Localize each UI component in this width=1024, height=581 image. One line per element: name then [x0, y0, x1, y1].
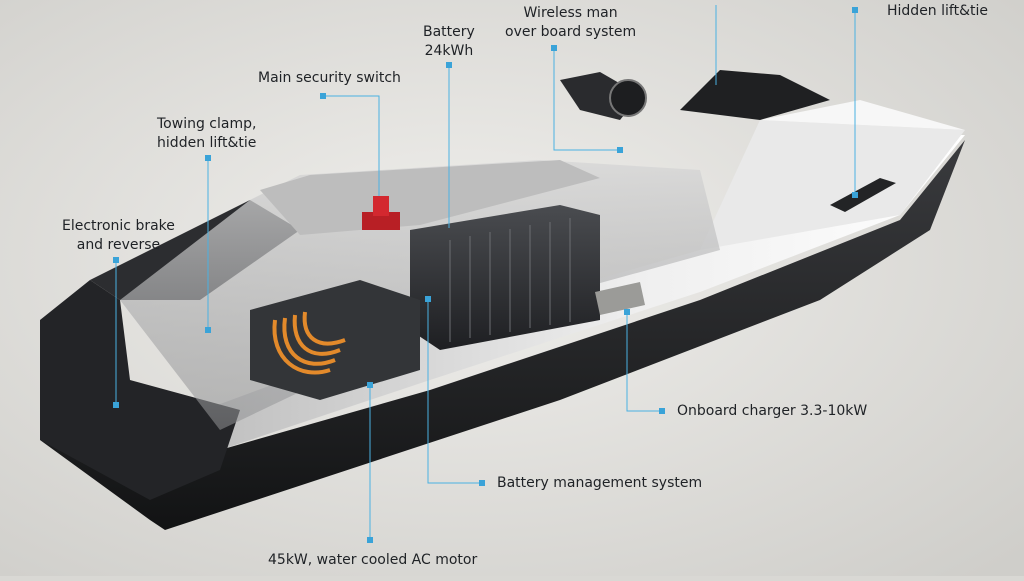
seat	[260, 160, 600, 235]
label-battery-line1: Battery	[423, 24, 475, 40]
leader-lines	[115, 5, 856, 540]
security-switch-base	[362, 212, 400, 230]
label-brake-line1: Electronic brake	[62, 218, 175, 234]
label-wireless-line2: over board system	[505, 24, 637, 40]
label-charger: Onboard charger 3.3-10kW	[677, 403, 868, 419]
label-hidden-lift: Hidden lift&tie	[887, 3, 988, 19]
battery-pack	[410, 205, 600, 350]
callout-dots	[113, 7, 858, 543]
hull-side	[40, 140, 965, 530]
nose-panel	[700, 120, 965, 250]
label-wireless-line1: Wireless man	[523, 5, 618, 21]
label-towing-line1: Towing clamp,	[157, 116, 257, 132]
label-motor: 45kW, water cooled AC motor	[268, 552, 478, 568]
label-brake: Electronic brake and reverse	[62, 217, 175, 255]
label-brake-line2: and reverse	[76, 237, 161, 253]
nose-vent	[830, 178, 896, 212]
rear-deck	[40, 280, 240, 500]
label-battery-line2: 24kWh	[424, 43, 474, 59]
label-bms: Battery management system	[497, 475, 703, 491]
console	[680, 70, 830, 120]
label-towing: Towing clamp, hidden lift&tie	[157, 115, 256, 153]
label-towing-line2: hidden lift&tie	[157, 135, 257, 151]
security-switch-knob	[373, 196, 389, 216]
charger-unit	[595, 282, 645, 315]
battery-cells	[449, 218, 571, 342]
steering-hub	[609, 79, 647, 117]
label-battery: Battery 24kWh	[423, 23, 475, 61]
nose-top	[760, 100, 965, 130]
motor-housing	[250, 280, 420, 400]
motor-cables	[272, 311, 346, 375]
label-main-switch: Main security switch	[258, 70, 401, 86]
label-wireless: Wireless man over board system	[505, 4, 636, 42]
